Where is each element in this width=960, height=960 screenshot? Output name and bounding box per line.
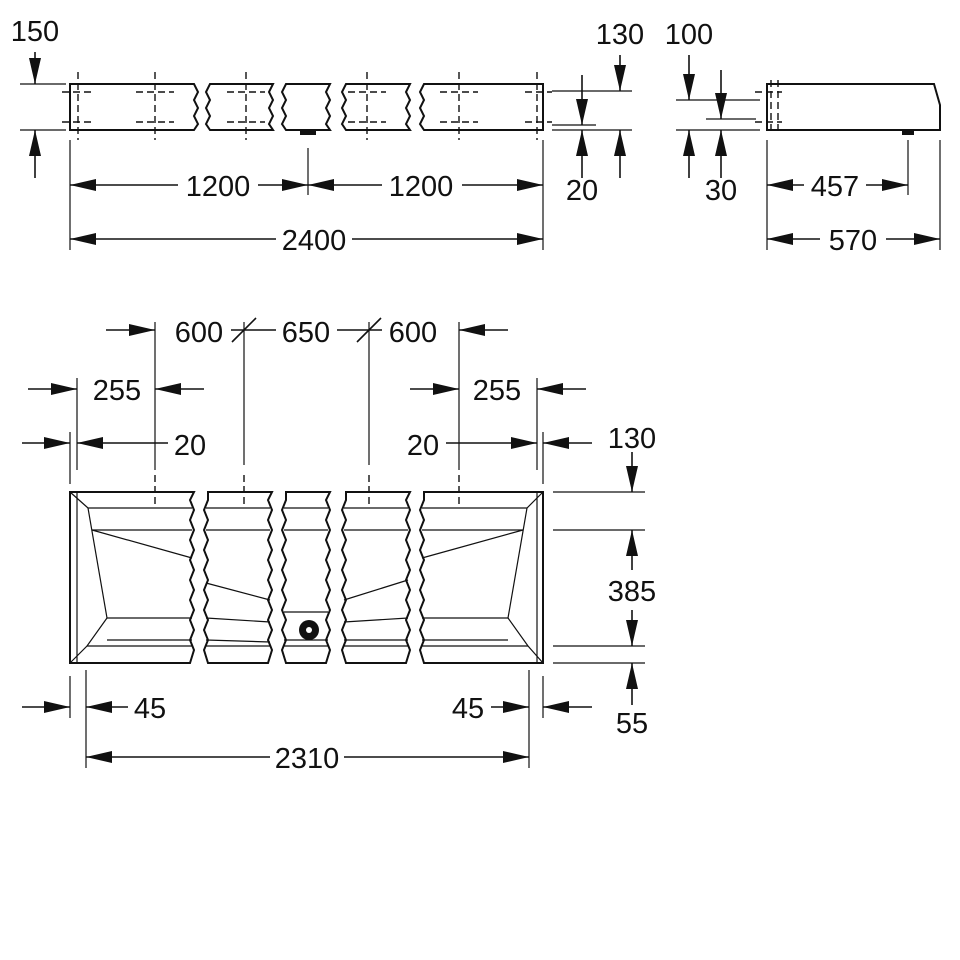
label-height-body: 130 [596,19,644,51]
dim-plan-spacing: 600 650 600 [106,317,508,349]
label-spacing-right: 600 [389,317,437,349]
label-edge-to-bracket-left: 255 [93,375,141,407]
label-depth-total: 570 [829,225,877,257]
label-side-wall-left: 45 [134,693,166,725]
dim-side-outlet-distance: 457 [767,171,908,203]
label-rim-height: 100 [665,19,713,51]
dim-plan-edge-to-bracket: 255 255 [28,375,586,407]
label-half-right: 1200 [389,171,454,203]
label-inner-length: 2310 [275,743,340,775]
label-side-wall-right: 45 [452,693,484,725]
dim-front-outlet-drop: 20 [566,75,598,207]
label-back-depth: 130 [608,423,656,455]
front-view: 150 130 20 1200 [11,16,644,257]
dim-side-rim-height: 100 [665,19,713,178]
front-view-hidden-brackets [62,72,552,140]
label-rim-offset: 30 [705,175,737,207]
dim-plan-inner-length: 2310 [86,743,529,775]
plan-view-body [69,491,544,664]
dim-front-height-body: 130 [596,19,644,178]
dim-plan-bracket-offset: 20 20 [22,430,592,462]
label-front-depth: 55 [616,708,648,740]
label-length-total: 2400 [282,225,347,257]
label-spacing-left: 600 [175,317,223,349]
dim-side-depth-total: 570 [767,225,940,257]
label-inner-depth: 385 [608,576,656,608]
dim-front-length-total: 2400 [70,225,543,257]
label-spacing-middle: 650 [282,317,330,349]
side-view-body [766,83,941,131]
label-edge-to-bracket-right: 255 [473,375,521,407]
front-view-body [69,83,544,135]
plan-view: 600 650 600 255 255 [22,317,656,775]
label-height-total: 150 [11,16,59,48]
label-bracket-offset-right: 20 [407,430,439,462]
dim-side-rim-offset: 30 [705,70,737,207]
dim-front-height-total: 150 [11,16,59,178]
label-outlet-drop: 20 [566,175,598,207]
dim-plan-back-depth: 130 [608,423,656,492]
side-view: 100 30 457 570 [665,19,941,257]
label-half-left: 1200 [186,171,251,203]
dim-plan-side-walls: 45 45 [22,693,592,725]
label-bracket-offset-left: 20 [174,430,206,462]
dim-plan-inner-depth: 385 [608,530,656,646]
dim-front-halves: 1200 1200 [70,168,543,203]
label-outlet-distance: 457 [811,171,859,203]
drain-outlet-icon [299,620,319,640]
dim-plan-front-depth: 55 [616,663,648,740]
